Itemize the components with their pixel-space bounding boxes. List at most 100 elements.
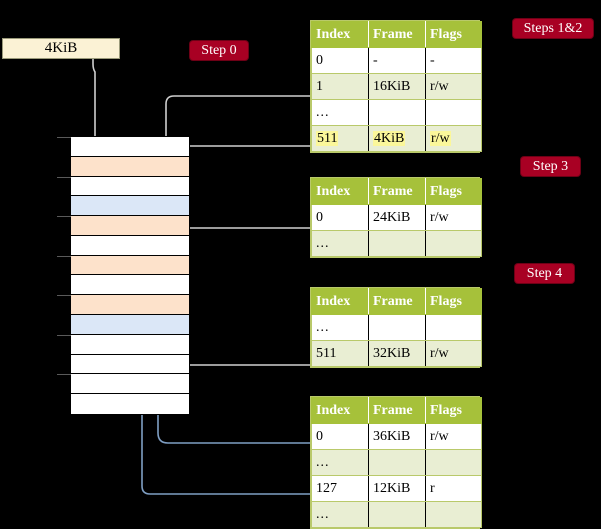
- column-header-flags: Flags: [425, 178, 482, 205]
- wire-step3: [179, 227, 310, 292]
- memory-tick-mark: [57, 176, 71, 178]
- table-cell-frame: 24KiB: [368, 204, 426, 231]
- table-cell-index: ...: [311, 99, 369, 126]
- column-header-frame: Frame: [368, 21, 426, 48]
- table-cell-flags: r/w: [425, 340, 482, 367]
- table-cell-flags: [425, 314, 482, 341]
- badge-step-4: Step 4: [515, 264, 574, 283]
- table-cell-index: 511: [311, 340, 369, 367]
- table-cell-frame: 32KiB: [368, 340, 426, 367]
- column-header-frame: Frame: [368, 178, 426, 205]
- column-header-index: Index: [311, 21, 369, 48]
- table-cell-frame: 36KiB: [368, 423, 426, 450]
- memory-frame-row: [71, 216, 189, 236]
- table-row[interactable]: ...: [311, 501, 482, 528]
- table-cell-index: ...: [311, 314, 369, 341]
- table-cell-flags: [425, 449, 482, 476]
- table-cell-frame: 12KiB: [368, 475, 426, 502]
- table-row[interactable]: ...: [311, 314, 482, 341]
- memory-frame-row: [71, 374, 189, 395]
- table-cell-frame: [368, 99, 426, 126]
- memory-tick-mark: [57, 334, 71, 336]
- table-cell-flags: r/w: [425, 423, 482, 450]
- table-cell-index: ...: [311, 230, 369, 257]
- table-row[interactable]: ...: [311, 449, 482, 476]
- column-header-index: Index: [311, 397, 369, 424]
- table-cell-flags: r/w: [425, 73, 482, 100]
- memory-frame-row: [71, 196, 189, 217]
- memory-frame-row: [71, 315, 189, 335]
- table-cell-flags: r/w: [425, 204, 482, 231]
- table-row[interactable]: 0--: [311, 47, 482, 74]
- table-cell-frame: 4KiB: [368, 125, 426, 152]
- table-cell-index: 127: [311, 475, 369, 502]
- memory-frame-row: [71, 275, 189, 296]
- table-cell-flags: -: [425, 47, 482, 74]
- column-header-frame: Frame: [368, 288, 426, 315]
- wire-step0: [92, 59, 102, 152]
- badge-steps-1-2-label: Steps 1&2: [523, 20, 583, 36]
- memory-tick-mark: [57, 295, 71, 297]
- table-cell-frame: [368, 501, 426, 528]
- memory-frame-row: [71, 255, 189, 276]
- table-cell-index: 0: [311, 47, 369, 74]
- table-cell-index: 0: [311, 204, 369, 231]
- wire-step4-up: [177, 316, 310, 366]
- badge-steps-1-2: Steps 1&2: [513, 19, 593, 38]
- memory-frame-row: [71, 354, 189, 375]
- table-cell-frame: -: [368, 47, 426, 74]
- table-row[interactable]: ...: [311, 99, 482, 126]
- table-cell-flags: r: [425, 475, 482, 502]
- source-box-label: 4KiB: [44, 40, 78, 56]
- column-header-flags: Flags: [425, 397, 482, 424]
- table-cell-index: 1: [311, 73, 369, 100]
- column-header-frame: Frame: [368, 397, 426, 424]
- source-box-4kib: 4KiB: [2, 38, 120, 59]
- memory-frame-row: [71, 137, 189, 157]
- table-cell-frame: 16KiB: [368, 73, 426, 100]
- table-cell-index: 511: [311, 125, 369, 152]
- table-row[interactable]: ...: [311, 230, 482, 257]
- table-cell-flags: [425, 501, 482, 528]
- table-cell-flags: [425, 99, 482, 126]
- table-cell-frame: [368, 314, 426, 341]
- memory-tick-mark: [57, 255, 71, 257]
- column-header-flags: Flags: [425, 21, 482, 48]
- memory-frame-row: [71, 176, 189, 197]
- physical-memory-column: [57, 136, 190, 415]
- table-cell-flags: r/w: [425, 125, 482, 152]
- badge-step-0-label: Step 0: [201, 42, 237, 58]
- table-cell-flags: [425, 230, 482, 257]
- badge-step-4-label: Step 4: [526, 265, 563, 281]
- badge-step-3: Step 3: [521, 157, 580, 176]
- memory-frame-row: [71, 334, 189, 355]
- column-header-flags: Flags: [425, 288, 482, 315]
- table-cell-index: 0: [311, 423, 369, 450]
- table-cell-frame: [368, 230, 426, 257]
- badge-step-0: Step 0: [190, 41, 248, 60]
- table-cell-frame: [368, 449, 426, 476]
- memory-tick-mark: [57, 216, 71, 218]
- column-header-index: Index: [311, 178, 369, 205]
- wire-step12-511: [163, 145, 310, 156]
- memory-frame-row: [71, 156, 189, 177]
- memory-frame-row: [71, 235, 189, 256]
- table-cell-index: ...: [311, 501, 369, 528]
- badge-step-3-label: Step 3: [532, 158, 569, 174]
- table-cell-index: ...: [311, 449, 369, 476]
- column-header-index: Index: [311, 288, 369, 315]
